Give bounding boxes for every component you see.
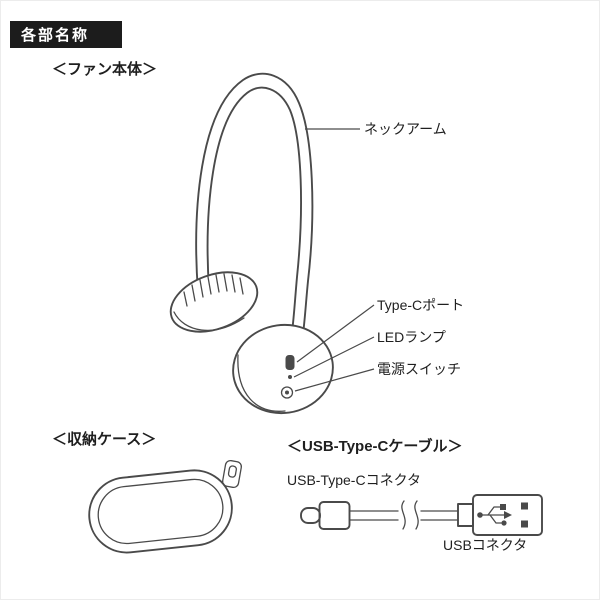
fan-body-drawing bbox=[169, 72, 334, 415]
usb-trident-circle bbox=[501, 520, 507, 526]
grille-slat bbox=[199, 279, 204, 298]
leader-power-switch bbox=[294, 368, 375, 392]
usb-a-metal-shield bbox=[457, 503, 474, 527]
type-c-port-label: Type-Cポート bbox=[377, 297, 465, 313]
usb-a-plug-body bbox=[472, 494, 543, 536]
right-fan-rim bbox=[237, 354, 286, 412]
grille-slat bbox=[231, 274, 236, 293]
neck-arm-inner-edge bbox=[206, 86, 302, 333]
led-lamp-label: LEDランプ bbox=[377, 329, 446, 345]
left-fan-drawing bbox=[169, 271, 259, 333]
type-c-plug-tip bbox=[300, 507, 321, 524]
usb-a-contact-window bbox=[521, 502, 528, 510]
page-header-title: 各部名称 bbox=[21, 27, 90, 44]
neck-arm-drawing bbox=[195, 72, 314, 335]
case-shell bbox=[88, 469, 233, 554]
power-switch-shape bbox=[280, 386, 294, 399]
leader-lines bbox=[293, 128, 375, 392]
cable-drawing bbox=[300, 494, 543, 536]
usb-a-contact-window bbox=[521, 520, 528, 528]
grille-slat bbox=[191, 284, 196, 302]
grille-slat bbox=[215, 274, 220, 293]
case-zipper-seam bbox=[97, 478, 224, 545]
grille-slat bbox=[183, 291, 188, 307]
grille-slat bbox=[223, 273, 228, 292]
type-c-port-shape bbox=[285, 355, 295, 370]
leader-type-c-port bbox=[296, 304, 375, 363]
case-drawing bbox=[88, 459, 242, 554]
case-outline bbox=[88, 469, 233, 554]
power-switch-dot bbox=[285, 390, 289, 395]
page-header: 各部名称 bbox=[10, 21, 122, 48]
leader-led-lamp bbox=[293, 336, 375, 378]
grille-slat bbox=[239, 277, 244, 295]
case-tab-outline bbox=[222, 459, 242, 489]
cable-section-label: ＜USB-Type-Cケーブル＞ bbox=[287, 438, 463, 455]
led-lamp-shape bbox=[288, 375, 292, 379]
grille-slat bbox=[207, 276, 212, 295]
type-c-connector-label: USB-Type-Cコネクタ bbox=[287, 472, 422, 488]
case-hanger-tab bbox=[222, 459, 242, 489]
fan-body-section-label: ＜ファン本体＞ bbox=[52, 61, 158, 78]
usb-trident-base-dot bbox=[477, 512, 483, 518]
right-fan-drawing bbox=[232, 323, 334, 415]
neck-arm-label: ネックアーム bbox=[364, 121, 447, 137]
power-switch-label: 電源スイッチ bbox=[377, 361, 461, 377]
type-c-plug-body bbox=[318, 501, 351, 530]
right-fan-outline bbox=[232, 323, 334, 415]
case-section-label: ＜収納ケース＞ bbox=[52, 431, 157, 448]
usb-connector-label: USBコネクタ bbox=[443, 537, 528, 553]
usb-trident-upper-branch bbox=[487, 506, 501, 516]
usb-trident-arrow bbox=[504, 511, 512, 519]
case-tab-slot bbox=[227, 465, 238, 478]
usb-trident-square bbox=[500, 504, 506, 510]
usb-trident-icon bbox=[477, 504, 512, 526]
left-fan-rim bbox=[173, 311, 245, 331]
neck-arm-outer-edge bbox=[195, 72, 314, 335]
cable-break-mark bbox=[401, 500, 406, 530]
usb-trident-lower-branch bbox=[489, 514, 502, 524]
left-fan-grille bbox=[183, 273, 244, 307]
cable-break-mark bbox=[414, 500, 419, 530]
